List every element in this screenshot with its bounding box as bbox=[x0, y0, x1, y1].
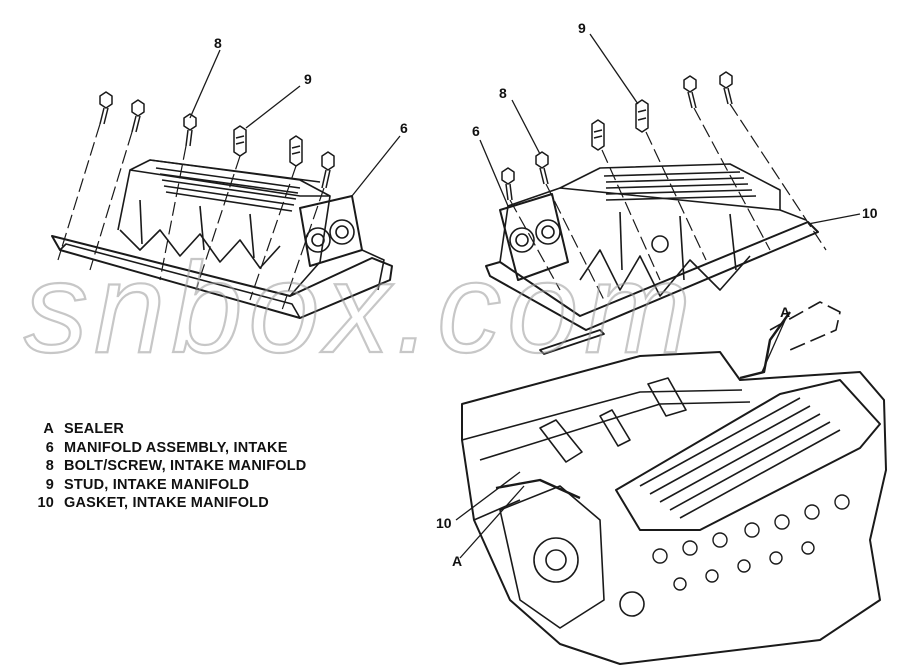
right-bolts bbox=[501, 71, 733, 201]
legend-text: STUD, INTAKE MANIFOLD bbox=[64, 476, 250, 493]
legend-key: 9 bbox=[45, 476, 54, 493]
legend-text: MANIFOLD ASSEMBLY, INTAKE bbox=[64, 439, 288, 456]
legend-row: A SEALER bbox=[26, 420, 306, 439]
callout-sealer-top: A bbox=[780, 304, 791, 320]
legend-row: 10 GASKET, INTAKE MANIFOLD bbox=[26, 494, 306, 513]
legend-row: 9 STUD, INTAKE MANIFOLD bbox=[26, 476, 306, 495]
legend-row: 6 MANIFOLD ASSEMBLY, INTAKE bbox=[26, 439, 306, 458]
callout-right-gasket: 10 bbox=[862, 205, 878, 221]
watermark-text: snbox.com bbox=[24, 237, 697, 380]
legend-row: 8 BOLT/SCREW, INTAKE MANIFOLD bbox=[26, 457, 307, 476]
left-bolts bbox=[99, 91, 335, 189]
legend-text: GASKET, INTAKE MANIFOLD bbox=[64, 495, 269, 512]
left-intake-manifold bbox=[51, 159, 393, 319]
right-intake-manifold bbox=[485, 163, 819, 331]
callout-right-bolt: 8 bbox=[499, 85, 507, 101]
intake-gasket bbox=[539, 301, 841, 355]
left-alignment-lines bbox=[57, 123, 325, 311]
callout-right-stud: 9 bbox=[578, 20, 586, 36]
engine-block bbox=[461, 311, 887, 665]
callout-right-manifold: 6 bbox=[472, 123, 480, 139]
callout-left-bolt: 8 bbox=[214, 35, 222, 51]
block-leaders bbox=[455, 317, 787, 559]
legend-key: 10 bbox=[37, 495, 54, 512]
left-leaders bbox=[189, 49, 401, 197]
callout-gasket-lower: 10 bbox=[436, 515, 452, 531]
legend-key: 8 bbox=[45, 458, 54, 475]
right-leaders bbox=[479, 33, 861, 225]
parts-legend: A SEALER 6 MANIFOLD ASSEMBLY, INTAKE 8 B… bbox=[26, 420, 306, 513]
callout-left-manifold: 6 bbox=[400, 120, 408, 136]
legend-text: BOLT/SCREW, INTAKE MANIFOLD bbox=[64, 458, 307, 475]
right-alignment-lines bbox=[509, 103, 827, 301]
legend-key: 6 bbox=[45, 439, 54, 456]
callout-sealer-lower: A bbox=[452, 553, 463, 569]
callout-left-stud: 9 bbox=[304, 71, 312, 87]
legend-text: SEALER bbox=[64, 421, 125, 438]
legend-key: A bbox=[43, 421, 54, 438]
